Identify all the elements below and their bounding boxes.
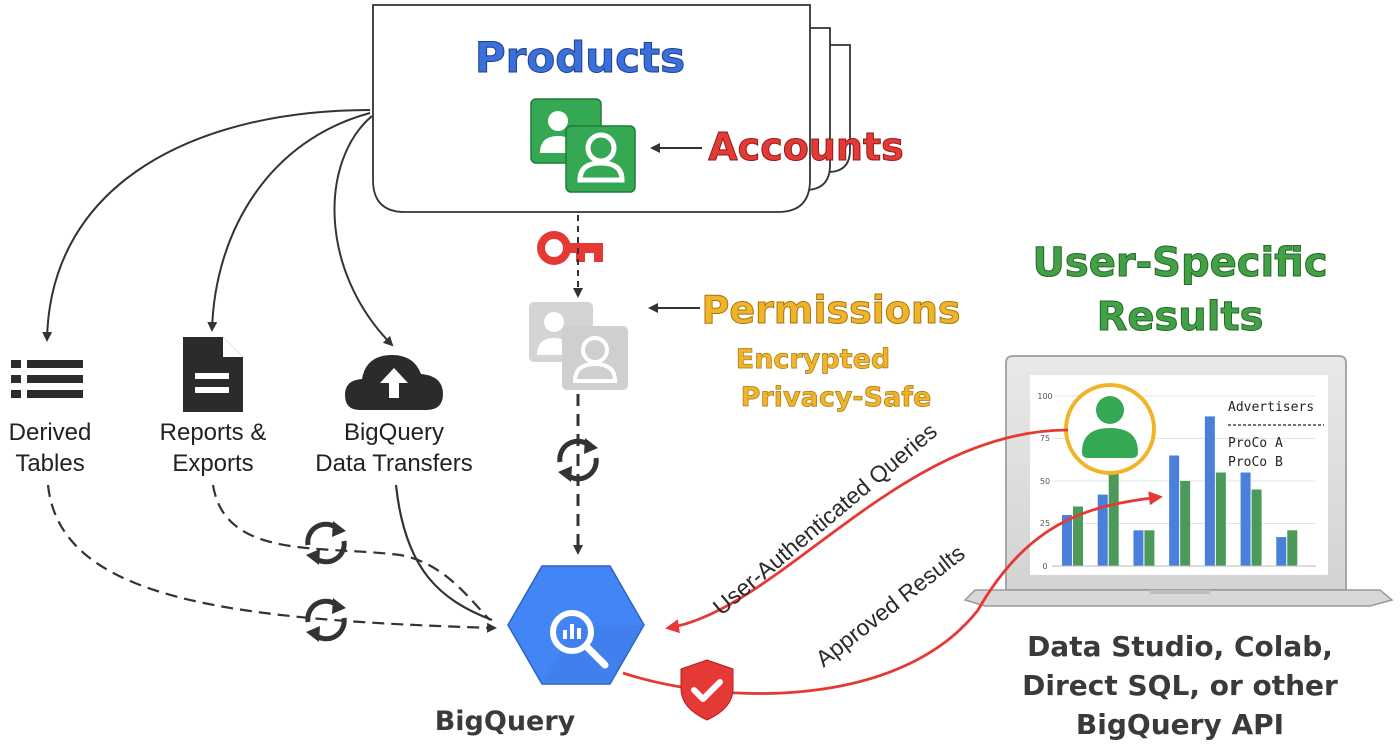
y-tick-label: 75 (1040, 434, 1050, 443)
chart-bar-proco-b (1144, 530, 1155, 566)
chart-legend: Advertisers ProCo A ProCo B (1228, 400, 1324, 470)
products-to-derived-arrow (42, 109, 371, 342)
chart-bar-proco-b (1215, 472, 1226, 566)
reports-exports-line2: Exports (172, 450, 253, 477)
permissions-encrypted: Encrypted (736, 344, 890, 375)
chart-bar-proco-b (1287, 530, 1298, 566)
chart-bar-proco-a (1062, 515, 1072, 566)
products-to-reports-arrow (207, 112, 371, 332)
legend-item: ProCo A (1228, 436, 1283, 451)
data-transfers-line1: BigQuery (344, 419, 444, 446)
data-transfers-line2: Data Transfers (315, 450, 472, 477)
cloud-upload-icon (345, 355, 443, 410)
sync-icon-permissions (557, 438, 599, 482)
transfers-to-bigquery-flow (394, 484, 493, 622)
tools-caption-line1: Data Studio, Colab, (1027, 630, 1333, 663)
accounts-label: Accounts (708, 125, 903, 169)
legend-title: Advertisers (1228, 400, 1314, 415)
chart-bar-proco-a (1204, 416, 1215, 566)
results-flow-label: Approved Results (811, 540, 970, 672)
permissions-icon (529, 302, 628, 390)
document-icon (183, 337, 243, 412)
y-tick-label: 0 (1042, 562, 1047, 571)
legend-item: ProCo B (1228, 455, 1283, 470)
chart-bar-proco-b (1251, 489, 1262, 566)
permissions-privacy-safe: Privacy-Safe (741, 382, 932, 413)
y-tick-label: 25 (1040, 519, 1050, 528)
chart-bar-proco-a (1169, 455, 1180, 566)
derived-tables-line1: Derived (9, 419, 92, 446)
sync-icon-reports (305, 521, 347, 565)
derived-to-bigquery-flow (46, 484, 497, 633)
accounts-icon (530, 98, 636, 193)
bigquery-label: BigQuery (435, 706, 576, 737)
y-tick-label: 100 (1037, 392, 1052, 401)
permissions-title: Permissions (701, 288, 960, 332)
products-to-transfers-arrow (333, 115, 394, 347)
bigquery-hexagon-icon (507, 565, 645, 685)
tools-caption-line2: Direct SQL, or other (1022, 669, 1338, 702)
key-icon (537, 231, 603, 265)
reports-exports-line1: Reports & (160, 419, 267, 446)
chart-bar-proco-b (1180, 481, 1191, 566)
products-title: Products (475, 33, 685, 82)
shield-check-icon (680, 659, 734, 721)
user-avatar-icon (1064, 383, 1156, 475)
chart-bar-proco-a (1276, 537, 1287, 566)
user-specific-title: User-Specific (1032, 240, 1327, 286)
list-icon (11, 360, 83, 398)
y-tick-label: 50 (1040, 477, 1050, 486)
user-authenticated-queries-arrow (665, 428, 1069, 634)
chart-bar-proco-a (1133, 530, 1144, 566)
results-title: Results (1097, 294, 1264, 340)
chart-y-axis: 100 75 50 25 0 (1037, 392, 1052, 571)
chart-bar-proco-b (1073, 506, 1083, 566)
reports-to-bigquery-flow (211, 484, 491, 621)
tools-caption-line3: BigQuery API (1076, 708, 1284, 741)
chart-bar-proco-a (1097, 494, 1108, 566)
derived-tables-line2: Tables (15, 450, 84, 477)
chart-bar-proco-a (1240, 472, 1251, 566)
